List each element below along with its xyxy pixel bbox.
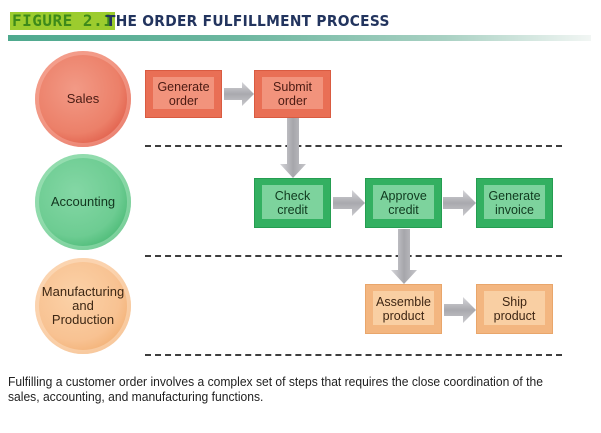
lane-manufacturing-label-line3: Production <box>51 312 115 327</box>
step-label-line1: Approve <box>380 189 427 203</box>
step-label-line1: Ship <box>501 295 527 309</box>
step-label-line2: credit <box>277 203 308 217</box>
arrow-approve-to-invoice <box>443 190 476 216</box>
step-label-line2: invoice <box>495 203 534 217</box>
arrow-submit-to-check <box>280 118 306 178</box>
step-label-line1: Submit <box>273 80 312 94</box>
figure-caption: Fulfilling a customer order involves a c… <box>8 374 543 404</box>
step-label-line1: Assemble <box>376 295 431 309</box>
step-label-line1: Check <box>274 189 311 203</box>
lane-manufacturing-label-line1: Manufacturing <box>41 284 125 299</box>
step-label-line2: product <box>493 309 536 323</box>
lane-divider-2 <box>145 255 562 257</box>
figure-title: THE ORDER FULFILLMENT PROCESS <box>106 12 390 30</box>
title-divider <box>8 35 591 41</box>
arrow-approve-to-assemble <box>391 229 417 284</box>
lane-accounting-label: Accounting <box>50 194 116 209</box>
step-label-line1: Generate <box>488 189 541 203</box>
lane-sales-label: Sales <box>66 91 100 106</box>
lane-manufacturing-label-line2: and <box>72 298 94 313</box>
arrow-assemble-to-ship <box>444 297 476 323</box>
figure-label: FIGURE 2.1 <box>10 11 116 30</box>
lane-sales: Sales <box>35 51 131 147</box>
step-label-line2: product <box>382 309 425 323</box>
step-label-line2: credit <box>388 203 419 217</box>
step-label-line1: Generate <box>157 80 210 94</box>
lane-divider-1 <box>145 145 562 147</box>
arrow-generate-to-submit <box>224 82 254 106</box>
step-label-line2: order <box>168 94 199 108</box>
arrow-check-to-approve <box>333 190 365 216</box>
lane-accounting: Accounting <box>35 154 131 250</box>
lane-manufacturing: Manufacturing and Production <box>35 258 131 354</box>
lane-divider-3 <box>145 354 562 356</box>
step-label-line2: order <box>277 94 308 108</box>
